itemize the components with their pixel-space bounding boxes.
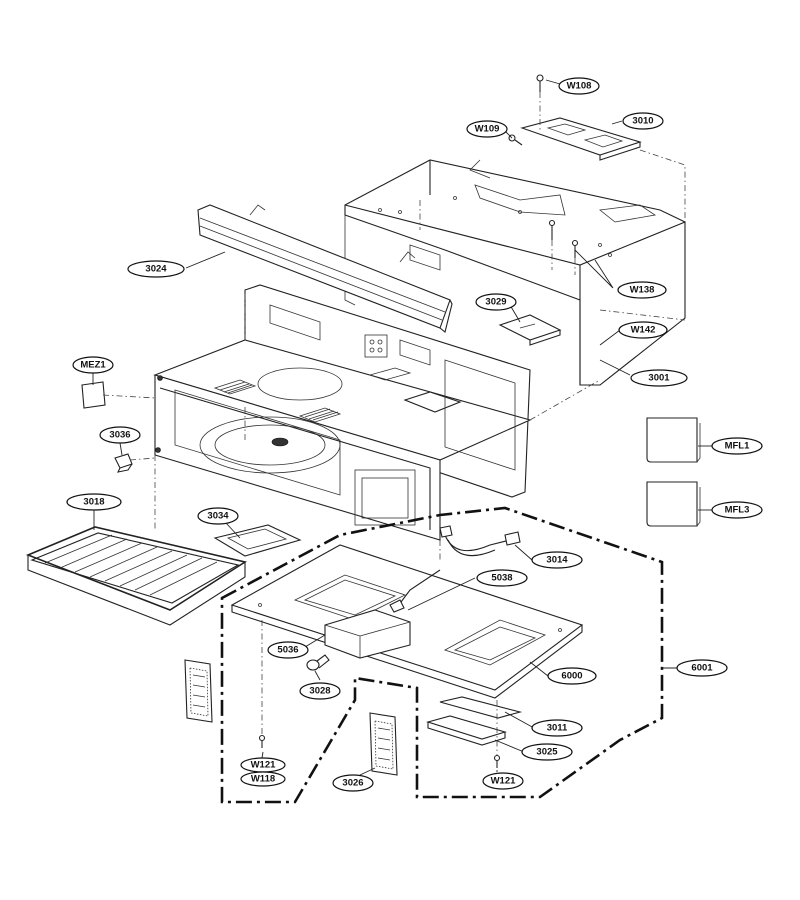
callout-mfl1: MFL1 [711, 437, 763, 455]
top-bracket-3010 [520, 117, 642, 161]
callout-3011: 3011 [531, 719, 583, 737]
svg-text:6000: 6000 [561, 671, 582, 682]
svg-text:3001: 3001 [648, 373, 670, 384]
svg-text:W109: W109 [475, 124, 500, 135]
callout-5038: 5038 [476, 569, 528, 587]
callout-5036: 5036 [267, 641, 309, 659]
callout-3014: 3014 [531, 551, 583, 569]
svg-text:W118: W118 [251, 774, 275, 785]
svg-text:W138: W138 [630, 285, 655, 296]
callout-w138: W138 [617, 281, 667, 299]
lamp-3028 [306, 654, 330, 671]
callout-3036: 3036 [99, 426, 141, 444]
callout-3025: 3025 [521, 743, 573, 761]
plate-3029 [498, 314, 562, 346]
callout-6001: 6001 [676, 659, 728, 677]
svg-text:3026: 3026 [342, 778, 363, 789]
svg-text:3011: 3011 [547, 723, 568, 734]
svg-text:3014: 3014 [546, 555, 568, 566]
base-plate-6000 [230, 544, 584, 699]
lamp-cover-3011 [439, 696, 523, 719]
callout-3034: 3034 [197, 507, 239, 525]
outer-case-3001 [344, 159, 686, 386]
svg-text:W121: W121 [251, 760, 277, 771]
screws-bottom [258, 620, 501, 768]
vent-grille-3024 [197, 204, 453, 333]
svg-text:3018: 3018 [83, 497, 104, 508]
assembly-boundary-6001 [220, 506, 664, 804]
svg-text:5036: 5036 [277, 645, 298, 656]
svg-text:3010: 3010 [632, 116, 653, 127]
svg-text:W108: W108 [567, 81, 592, 92]
callout-w109: W109 [466, 120, 508, 138]
filter-3026 [369, 712, 398, 776]
callout-w118: W118 [240, 771, 286, 787]
callout-3024: 3024 [127, 260, 185, 278]
latch-3036 [114, 453, 133, 473]
lamp-holder-3025 [426, 715, 507, 746]
callout-3010: 3010 [622, 112, 664, 130]
callout-w121-left: W121 [240, 757, 286, 773]
svg-text:MFL3: MFL3 [725, 505, 750, 516]
svg-text:6001: 6001 [691, 663, 713, 674]
callout-3018: 3018 [66, 493, 122, 511]
oven-cavity [153, 284, 532, 541]
callout-mfl3: MFL3 [711, 501, 763, 519]
cover-3034 [213, 524, 302, 557]
leader-lines [92, 79, 712, 776]
svg-text:MEZ1: MEZ1 [80, 360, 106, 371]
svg-text:3029: 3029 [485, 297, 506, 308]
label-sheet-mez1 [81, 381, 106, 409]
callout-3029: 3029 [475, 293, 517, 311]
callout-mez1: MEZ1 [72, 356, 114, 374]
svg-text:3034: 3034 [207, 511, 229, 522]
svg-text:5038: 5038 [491, 573, 512, 584]
rack-3018 [25, 526, 248, 626]
callout-6000: 6000 [547, 667, 597, 685]
svg-text:W121: W121 [491, 776, 517, 787]
svg-text:W142: W142 [631, 325, 656, 336]
svg-text:3028: 3028 [309, 686, 330, 697]
callout-w108: W108 [558, 77, 600, 95]
callout-3026: 3026 [332, 774, 374, 792]
callout-w142: W142 [618, 321, 668, 339]
svg-text:3025: 3025 [536, 747, 558, 758]
manual-mfl1 [646, 417, 701, 463]
wire-harness-3014 [439, 525, 521, 557]
manual-mfl3 [646, 481, 701, 527]
filter-left [184, 659, 213, 723]
svg-text:3024: 3024 [145, 264, 167, 275]
svg-text:MFL1: MFL1 [725, 441, 751, 452]
svg-text:3036: 3036 [109, 430, 130, 441]
callout-3028: 3028 [299, 682, 341, 700]
assembly-lines [102, 149, 686, 560]
callout-w121-right: W121 [482, 772, 524, 790]
callout-3001: 3001 [630, 369, 688, 387]
